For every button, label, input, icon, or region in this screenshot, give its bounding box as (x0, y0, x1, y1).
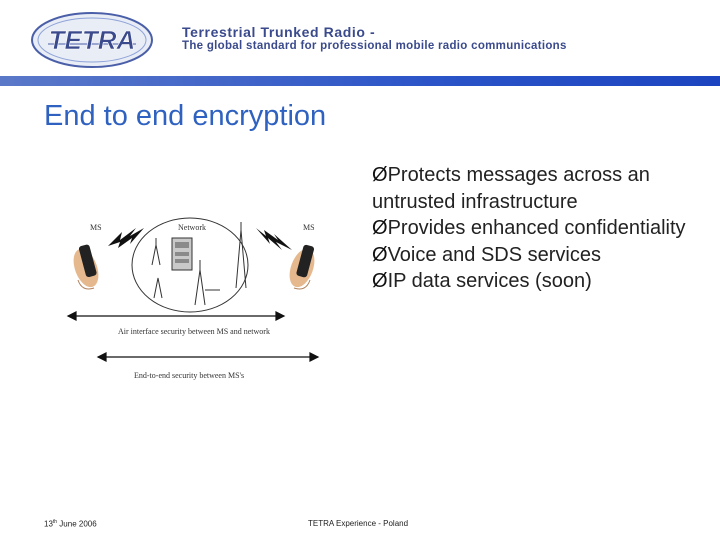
bullet-arrow-icon: Ø (372, 217, 388, 239)
air-interface-label: Air interface security between MS and ne… (118, 327, 270, 336)
bullet-text: Voice and SDS services (387, 243, 601, 266)
bullet-list: ØProtects messages across an untrusted i… (372, 162, 712, 295)
mobile-phone-right-icon (289, 244, 315, 290)
bullet-item: ØProtects messages across an untrusted i… (372, 162, 712, 215)
bullet-arrow-icon: Ø (372, 270, 388, 292)
logo-text: TETRA (49, 25, 136, 55)
header-subtitle: The global standard for professional mob… (182, 40, 567, 52)
network-cabinet-icon (171, 237, 193, 271)
footer-center-text: TETRA Experience - Poland (308, 519, 409, 528)
air-interface-arrow (66, 311, 286, 321)
bullet-item: ØVoice and SDS services (372, 242, 712, 269)
encryption-diagram: MS Network MS Air interface security bet… (60, 200, 360, 390)
bullet-item: ØProvides enhanced confidentiality (372, 215, 712, 242)
tetra-logo: TETRA (30, 10, 155, 70)
bullet-item: ØIP data services (soon) (372, 268, 712, 295)
end-to-end-arrow (96, 352, 320, 362)
mobile-phone-left-icon (73, 244, 99, 290)
bullet-text: IP data services (soon) (387, 270, 592, 292)
network-label: Network (178, 223, 206, 232)
end-to-end-label: End-to-end security between MS's (134, 371, 244, 380)
bullet-arrow-icon: Ø (372, 164, 388, 186)
footer-date-day: 13 (44, 519, 53, 529)
bullet-text: Provides enhanced confidentiality (387, 217, 686, 239)
header-title: Terrestrial Trunked Radio - (182, 24, 376, 40)
bullet-arrow-icon: Ø (372, 243, 388, 266)
network-boundary (131, 217, 249, 313)
header-bar (0, 76, 720, 86)
footer-date-suffix: th (52, 519, 58, 525)
bullet-text: Protects messages across an untrusted in… (372, 164, 650, 213)
footer-date-rest: June 2006 (57, 519, 97, 529)
ms-left-label: MS (90, 223, 102, 232)
antenna-mast-icon (151, 222, 247, 306)
footer-date: 13th June 2006 (44, 519, 97, 529)
radio-link-left-icon (108, 228, 144, 248)
slide-title: End to end encryption (44, 100, 327, 132)
ms-right-label: MS (303, 223, 315, 232)
header: TETRA Terrestrial Trunked Radio - The gl… (0, 0, 720, 86)
radio-link-right-icon (256, 228, 292, 250)
